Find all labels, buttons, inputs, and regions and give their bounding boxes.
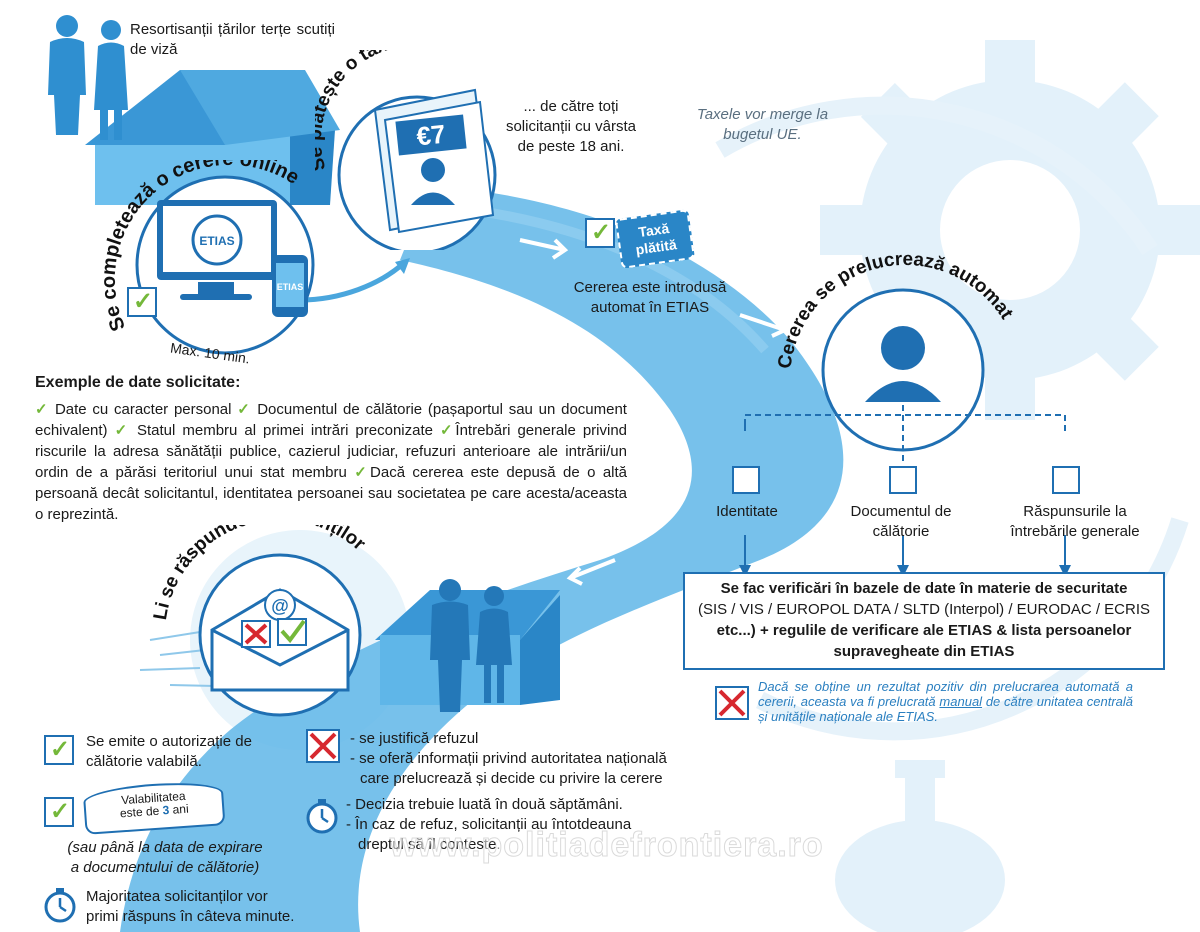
check-icon: ✓ [114,422,130,439]
example-item-4: Dacă cererea este depusă de o altă perso… [35,464,627,523]
refusal-cross-icon [306,729,340,763]
check-questions: Răspunsurile la întrebările generale [1010,503,1140,540]
motion-lines [139,631,216,687]
examples-title: Exemple de date solicitate: [35,374,241,391]
majority-text: Majoritatea solicitanților vor primi răs… [86,887,336,927]
auto-entered-text: Cererea este introdusă automat în ETIAS [573,279,727,316]
people-icon [48,15,128,140]
book-line2: este de [119,803,160,821]
processing-step: Cererea se prelucrează automat [774,249,1017,452]
authorization-text: Se emite o autorizație de călătorie vala… [86,733,252,770]
db-checks-line3: etc...) + regulile de verificare ale ETI… [716,622,1132,639]
manual-note-part2: de către unitatea centrală și unitățile … [758,694,1133,724]
identity-checkbox [732,466,760,494]
svg-text:@: @ [271,596,289,616]
intro-text: Resortisanții țărilor terțe scutiți de v… [130,21,335,58]
validity-note: (sau până la data de expirare a document… [40,838,290,878]
refusal-line3: care prelucrează și decide cu privire la… [360,770,663,787]
database-checks-box: Se fac verificări în bazele de date în m… [683,572,1165,670]
validity-check-icon: ✓ [44,797,74,827]
validity-note-line1: (sau până la data de expirare [67,839,263,856]
manual-cross-icon [715,686,749,720]
example-item-1: Documentul de călătorie (pașaportul sau … [35,401,627,439]
fee-amount: €7 [415,119,447,152]
refusal-line2: - se oferă informații privind autoritate… [350,750,667,767]
majority-line2: primi răspuns în câteva minute. [86,908,295,925]
refusal-text: - se justifică refuzul - se oferă inform… [350,729,730,789]
authorization-check-icon: ✓ [44,735,74,765]
decision-stopwatch-icon [306,799,338,834]
check-icon: ✓ [237,401,252,418]
couple-icon [430,579,512,712]
fee-step: Se plătește o taxă... €7 [315,50,497,250]
manual-note-manual: manual [939,694,983,709]
payment-check-icon: ✓ [585,218,615,248]
fee-description: ... de către toți solicitanții cu vârsta… [505,98,637,155]
book-years: 3 [162,802,170,818]
envelope-icon: @ [210,588,350,692]
user-icon [865,326,941,402]
person-icon [411,158,455,205]
validity-note-line2: a documentului de călătorie) [70,859,260,876]
decision-line2: - În caz de refuz, solicitanții au întot… [346,816,632,833]
manual-processing-note: Dacă se obține un rezultat pozitiv din p… [758,679,1133,724]
online-application-step: Se completează o cerere online ETIAS ETI… [100,160,322,355]
etias-screen-label: ETIAS [199,234,234,248]
etias-phone-label: ETIAS [277,282,304,292]
watermark: www.politiadefrontiera.ro [390,826,824,865]
online-check-icon: ✓ [127,287,157,317]
example-item-2: Statul membru al primei intrări preconiz… [137,422,433,439]
decision-line1: - Decizia trebuie luată în două săptămân… [346,796,623,813]
check-icon: ✓ [440,422,456,439]
check-icon: ✓ [354,464,371,481]
majority-line1: Majoritatea solicitanților vor [86,888,268,905]
check-document: Documentul de călătorie [850,503,952,540]
book-line3: ani [172,801,190,817]
airplane-icon [835,760,1005,932]
example-item-3: Întrebări generale privind riscurile la … [35,422,628,481]
db-checks-line1: Se fac verificări în bazele de date în m… [720,580,1128,597]
house-illustration [85,70,340,205]
check-icon: ✓ [35,401,50,418]
examples-list: ✓ Date cu caracter personal ✓ Documentul… [35,399,627,525]
db-checks-line4: supravegheate din ETIAS [833,643,1015,660]
arrow-icon [299,260,407,303]
db-checks-line2: (SIS / VIS / EUROPOL DATA / SLTD (Interp… [697,601,1151,618]
eu-budget-note: Taxele vor merge la bugetul UE. [696,106,829,143]
example-item-0: Date cu caracter personal [54,401,232,418]
check-identity: Identitate [716,503,778,520]
decision-text: - Decizia trebuie luată în două săptămân… [346,795,726,855]
manual-note-part1: Dacă se obține un rezultat pozitiv din p… [758,679,1133,709]
document-checkbox [889,466,917,494]
processing-branches [739,395,1071,577]
stopwatch-icon [44,888,76,923]
decision-line3: dreptul să îl conteste. [358,836,501,853]
refusal-line1: - se justifică refuzul [350,730,479,747]
fee-paid-stamp: Taxă plătită [614,209,696,269]
road-path [120,185,844,932]
questions-checkbox [1052,466,1080,494]
road-arrow-icons [519,238,789,586]
response-step: Li se răspunde solicitanților @ [150,525,370,717]
